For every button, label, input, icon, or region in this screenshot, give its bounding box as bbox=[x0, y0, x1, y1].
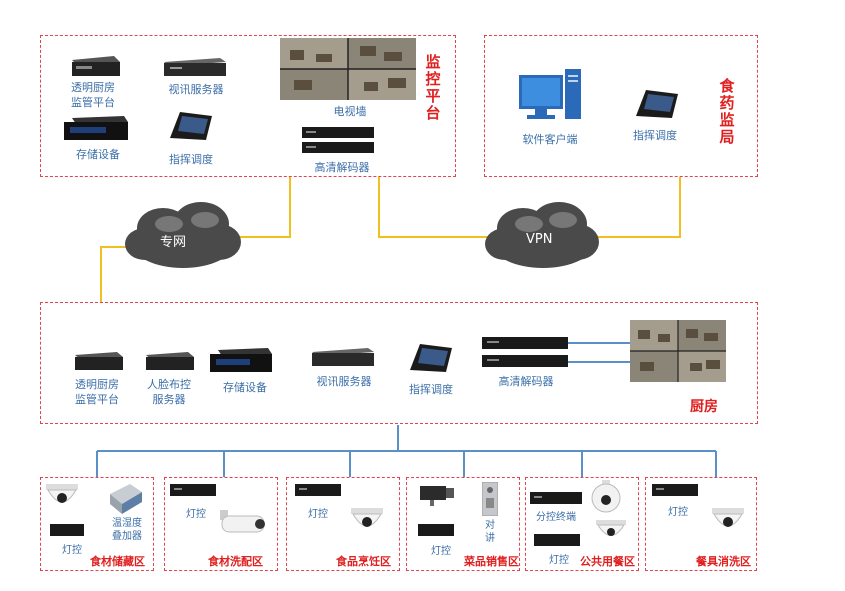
fda-title: 食药监局 bbox=[719, 77, 735, 146]
monitoring-platform-box bbox=[40, 35, 456, 177]
vpn-label: VPN bbox=[526, 232, 553, 247]
zone-dishwashing-box bbox=[645, 477, 757, 571]
kitchen-hd-decoder-label: 高清解码器 bbox=[498, 375, 554, 388]
dome-camera-icon bbox=[594, 520, 628, 544]
zone-washing-box bbox=[164, 477, 278, 571]
kitchen-dispatch-label: 指挥调度 bbox=[409, 383, 453, 396]
zone-2-title: 食材洗配区 bbox=[208, 555, 263, 568]
software-client-label: 软件客户端 bbox=[522, 133, 578, 146]
kitchen-title: 厨房 bbox=[690, 399, 718, 415]
kitchen-video-wall-image bbox=[630, 320, 726, 382]
zone-4-label-2: 对讲 bbox=[485, 520, 495, 544]
kitchen-dispatch-console-icon bbox=[408, 342, 454, 374]
zone-5-label-1: 分控终端 bbox=[536, 512, 576, 523]
light-controller-icon bbox=[652, 482, 698, 496]
kitchen-video-server-label: 视讯服务器 bbox=[316, 375, 372, 388]
video-wall-image bbox=[280, 38, 416, 100]
box-camera-icon bbox=[418, 482, 456, 508]
kitchen-video-server-icon bbox=[312, 348, 374, 368]
temp-humidity-overlay-icon bbox=[108, 484, 142, 514]
kitchen-storage-icon bbox=[210, 348, 272, 374]
zone-6-title: 餐具消洗区 bbox=[696, 555, 751, 568]
zone-3-title: 食品烹饪区 bbox=[336, 555, 391, 568]
video-wall-label: 电视墙 bbox=[333, 105, 367, 118]
vpn-cloud-icon bbox=[483, 198, 601, 274]
dispatch-console-icon bbox=[168, 110, 214, 142]
zone-storage-box bbox=[40, 477, 154, 571]
kitchen-box bbox=[40, 302, 758, 424]
dome-camera-icon bbox=[349, 508, 385, 536]
video-server-label: 视讯服务器 bbox=[168, 83, 224, 96]
kitchen-platform-label: 透明厨房监管平台 bbox=[75, 378, 119, 406]
zone-1-label-2: 温湿度叠加器 bbox=[112, 518, 142, 542]
zone-5-label-2: 灯控 bbox=[549, 555, 569, 566]
light-controller-icon bbox=[418, 522, 454, 538]
kitchen-hd-decoder-stack-icon bbox=[482, 335, 568, 369]
link-monitor-to-vpn bbox=[378, 177, 490, 238]
light-controller-icon bbox=[534, 532, 580, 546]
light-controller-icon bbox=[295, 482, 341, 496]
intercom-icon bbox=[481, 481, 499, 517]
hd-decoder-stack-icon bbox=[302, 125, 374, 155]
dispatch-label: 指挥调度 bbox=[169, 153, 213, 166]
storage-device-icon bbox=[64, 116, 128, 142]
link-private-net-to-monitor bbox=[232, 177, 291, 238]
video-server-icon bbox=[164, 58, 226, 78]
kitchen-storage-label: 存储设备 bbox=[223, 381, 267, 394]
face-server-icon bbox=[142, 352, 194, 372]
monitoring-platform-title: 监控平台 bbox=[425, 53, 441, 122]
pc-client-icon bbox=[517, 69, 583, 125]
private-network-cloud-icon bbox=[123, 198, 243, 276]
zone-4-label-1: 灯控 bbox=[431, 546, 451, 557]
sub-control-terminal-icon bbox=[530, 490, 582, 504]
link-vpn-to-fda bbox=[590, 177, 681, 238]
hd-decoder-label: 高清解码器 bbox=[314, 161, 370, 174]
zone-dining-box bbox=[525, 477, 639, 571]
zone-3-label-1: 灯控 bbox=[308, 509, 328, 520]
zone-2-label-1: 灯控 bbox=[186, 509, 206, 520]
dome-camera-icon bbox=[710, 508, 746, 536]
zone-6-label-1: 灯控 bbox=[668, 507, 688, 518]
transparent-kitchen-platform-label: 透明厨房监管平台 bbox=[71, 81, 115, 109]
nvr-device-icon bbox=[68, 56, 120, 78]
private-network-label: 专网 bbox=[160, 235, 187, 250]
light-controller-icon bbox=[170, 482, 216, 496]
dome-camera-icon bbox=[44, 484, 80, 512]
bullet-camera-icon bbox=[216, 510, 268, 538]
zone-4-title: 菜品销售区 bbox=[464, 555, 519, 568]
light-controller-icon bbox=[50, 522, 84, 538]
ptz-camera-icon bbox=[588, 480, 624, 514]
fda-dispatch-label: 指挥调度 bbox=[633, 129, 677, 142]
storage-device-label: 存储设备 bbox=[76, 148, 120, 161]
kitchen-platform-nvr-icon bbox=[71, 352, 123, 372]
zone-1-label-1: 灯控 bbox=[62, 545, 82, 556]
zone-5-title: 公共用餐区 bbox=[580, 555, 635, 568]
face-server-label: 人脸布控服务器 bbox=[147, 378, 191, 406]
fda-box bbox=[484, 35, 758, 177]
zone-1-title: 食材储藏区 bbox=[90, 555, 145, 568]
fda-dispatch-console-icon bbox=[634, 88, 680, 120]
zone-sales-box bbox=[406, 477, 520, 571]
zone-cooking-box bbox=[286, 477, 400, 571]
